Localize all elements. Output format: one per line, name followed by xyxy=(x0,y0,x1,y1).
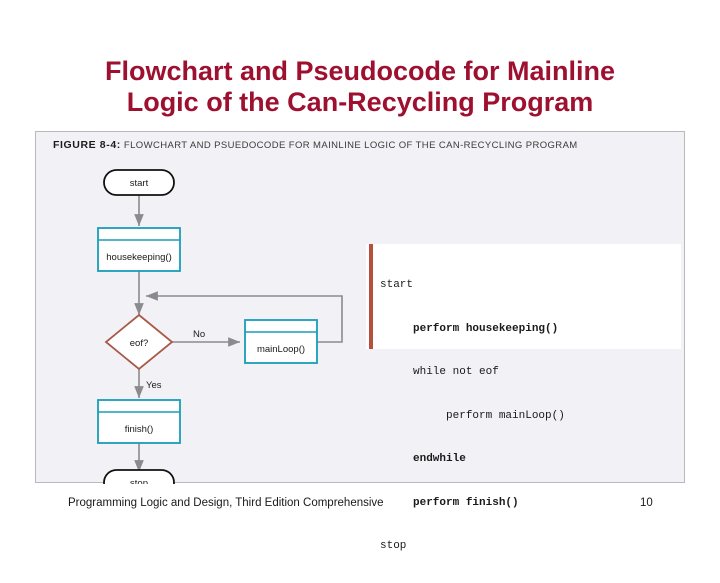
flowchart-label-mainloop: mainLoop() xyxy=(257,344,305,355)
flowchart-node-finish: finish() xyxy=(97,399,181,444)
figure-panel: FIGURE 8-4: FLOWCHART AND PSUEDOCODE FOR… xyxy=(35,131,685,552)
page-title-line-2: Logic of the Can-Recycling Program xyxy=(126,87,594,117)
figure-caption-text: FLOWCHART AND PSUEDOCODE FOR MAINLINE LO… xyxy=(123,140,578,151)
connector-mainloop-loopback xyxy=(145,291,343,343)
pseudocode-listing: start perform housekeeping() while not e… xyxy=(380,249,565,583)
figure-caption-label: FIGURE 8-4: xyxy=(53,139,121,151)
flowchart-label-stop: stop xyxy=(130,478,148,484)
flowchart-node-housekeeping: housekeeping() xyxy=(97,227,181,272)
process-shape-mainloop xyxy=(244,319,318,364)
flowchart-node-stop: stop xyxy=(103,469,175,484)
flowchart-node-mainloop: mainLoop() xyxy=(244,319,318,364)
footer-page-number: 10 xyxy=(640,497,653,509)
pseudocode-panel: start perform housekeeping() while not e… xyxy=(366,244,681,552)
flowchart-label-start: start xyxy=(130,178,149,189)
pseudocode-line: perform housekeeping() xyxy=(380,322,559,335)
flowchart-label-eof: eof? xyxy=(130,338,149,349)
branch-label-no: No xyxy=(193,329,205,340)
process-shape-finish xyxy=(97,399,181,444)
figure-caption: FIGURE 8-4: FLOWCHART AND PSUEDOCODE FOR… xyxy=(53,139,578,151)
flowchart-label-housekeeping: housekeeping() xyxy=(106,252,172,263)
flowchart-node-eof: eof? xyxy=(104,313,174,371)
pseudocode-line: perform finish() xyxy=(380,496,519,509)
flowchart-node-start: start xyxy=(103,169,175,196)
pseudocode-accent-bar xyxy=(369,244,373,349)
branch-label-yes: Yes xyxy=(146,380,162,391)
pseudocode-line: start xyxy=(380,279,414,291)
terminator-shape-stop xyxy=(103,469,175,484)
footer-source-text: Programming Logic and Design, Third Edit… xyxy=(68,497,384,509)
page-title-line-1: Flowchart and Pseudocode for Mainline xyxy=(104,56,616,86)
pseudocode-line: stop xyxy=(380,540,407,552)
flowchart-label-finish: finish() xyxy=(125,424,154,435)
page-title: Flowchart and Pseudocode for Mainline Lo… xyxy=(36,56,684,118)
pseudocode-line: perform mainLoop() xyxy=(380,409,565,422)
pseudocode-line: endwhile xyxy=(380,453,466,465)
terminator-shape-start xyxy=(103,169,175,196)
process-shape-housekeeping xyxy=(97,227,181,272)
decision-shape-eof xyxy=(104,313,174,371)
flowchart-diagram: start housekeeping() eof? mainLoop() fin… xyxy=(97,169,343,484)
pseudocode-line: while not eof xyxy=(380,366,499,378)
